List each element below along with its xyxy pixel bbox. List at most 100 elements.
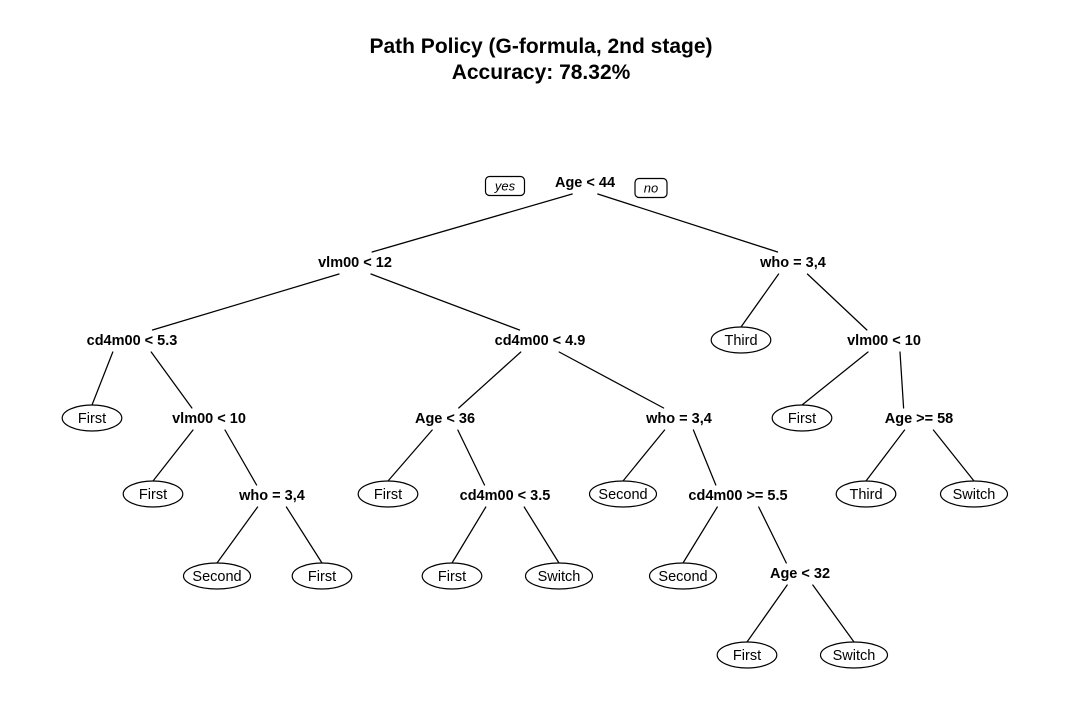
leaf-label: Second — [192, 569, 241, 585]
leaf-ellipse — [291, 562, 353, 590]
tree-edge-yes — [740, 273, 780, 328]
branch-marker-no: no — [634, 177, 668, 199]
tree-leaf-node[interactable]: Third — [835, 480, 897, 508]
tree-split-node[interactable]: vlm00 < 10 — [172, 411, 246, 427]
yes-no-markers: yes no — [484, 175, 668, 199]
tree-edge-no — [812, 584, 855, 643]
leaf-ellipse — [939, 480, 1009, 508]
tree-leaf-node[interactable]: First — [716, 641, 778, 669]
tree-edge-yes — [682, 506, 718, 564]
tree-split-node[interactable]: cd4m00 < 5.3 — [87, 333, 178, 349]
split-label: cd4m00 < 4.9 — [495, 333, 586, 349]
tree-leaf-node[interactable]: First — [61, 404, 123, 432]
leaf-ellipse — [122, 480, 184, 508]
title-line-1: Path Policy (G-formula, 2nd stage) — [369, 35, 713, 58]
tree-edge-no — [150, 351, 193, 409]
branch-marker-box — [634, 177, 668, 199]
tree-edges — [91, 193, 975, 643]
tree-leaf-node[interactable]: First — [122, 480, 184, 508]
tree-edge-yes — [371, 193, 573, 253]
leaf-ellipse — [182, 562, 252, 590]
leaf-label: Third — [849, 487, 882, 503]
leaf-label: First — [733, 648, 761, 664]
leaf-label: Third — [724, 333, 757, 349]
tree-edge-yes — [622, 429, 666, 482]
tree-edge-yes — [746, 584, 788, 643]
tree-edge-yes — [387, 429, 433, 482]
tree-leaf-node[interactable]: Third — [710, 326, 772, 354]
split-label: cd4m00 < 5.3 — [87, 333, 178, 349]
split-label: cd4m00 < 3.5 — [460, 488, 551, 504]
tree-edge-no — [806, 273, 868, 331]
split-label: Age >= 58 — [885, 411, 954, 427]
leaf-label: First — [308, 569, 336, 585]
split-label: vlm00 < 12 — [318, 255, 392, 271]
leaf-ellipse — [835, 480, 897, 508]
tree-split-node[interactable]: cd4m00 < 4.9 — [495, 333, 586, 349]
tree-split-node[interactable]: Age < 32 — [770, 566, 830, 582]
tree-split-node[interactable]: vlm00 < 12 — [318, 255, 392, 271]
tree-edge-no — [692, 429, 717, 486]
branch-marker-label: no — [644, 180, 658, 195]
split-label: Age < 32 — [770, 566, 830, 582]
leaf-ellipse — [588, 480, 658, 508]
tree-leaf-node[interactable]: First — [771, 404, 833, 432]
tree-edge-no — [285, 506, 323, 564]
tree-split-node[interactable]: cd4m00 >= 5.5 — [688, 488, 787, 504]
split-label: vlm00 < 10 — [172, 411, 246, 427]
leaf-ellipse — [771, 404, 833, 432]
leaf-label: First — [438, 569, 466, 585]
figure-title: Path Policy (G-formula, 2nd stage) Accur… — [0, 34, 1082, 86]
tree-leaf-node[interactable]: First — [357, 480, 419, 508]
tree-split-node[interactable]: who = 3,4 — [238, 488, 305, 504]
leaf-label: First — [139, 487, 167, 503]
leaf-label: Switch — [538, 569, 581, 585]
tree-split-node[interactable]: vlm00 < 10 — [847, 333, 921, 349]
tree-edge-no — [457, 429, 486, 486]
tree-edge-no — [224, 429, 258, 486]
split-label: cd4m00 >= 5.5 — [688, 488, 787, 504]
tree-split-node[interactable]: who = 3,4 — [645, 411, 712, 427]
leaf-ellipse — [357, 480, 419, 508]
leaf-label: First — [78, 411, 106, 427]
tree-edge-yes — [458, 351, 522, 409]
split-label: Age < 36 — [415, 411, 475, 427]
leaf-ellipse — [819, 641, 889, 669]
tree-leaf-node[interactable]: Second — [182, 562, 252, 590]
leaf-label: Second — [598, 487, 647, 503]
leaf-ellipse — [710, 326, 772, 354]
tree-leaf-node[interactable]: Switch — [524, 562, 594, 590]
tree-leaf-node[interactable]: Switch — [819, 641, 889, 669]
tree-leaf-node[interactable]: Second — [648, 562, 718, 590]
tree-edge-yes — [801, 351, 869, 406]
tree-edge-yes — [865, 429, 906, 482]
tree-split-node[interactable]: who = 3,4 — [759, 255, 826, 271]
tree-edge-no — [758, 506, 787, 564]
tree-leaf-node[interactable]: Second — [588, 480, 658, 508]
tree-edge-yes — [152, 429, 194, 482]
tree-leaf-node[interactable]: Switch — [939, 480, 1009, 508]
tree-leaf-node[interactable]: First — [421, 562, 483, 590]
leaf-label: Second — [658, 569, 707, 585]
leaf-label: First — [788, 411, 816, 427]
tree-edge-no — [558, 351, 665, 409]
tree-split-node[interactable]: Age < 44 — [555, 175, 615, 191]
leaf-label: First — [374, 487, 402, 503]
branch-marker-box — [484, 175, 526, 197]
tree-edge-yes — [451, 506, 487, 564]
tree-split-node[interactable]: cd4m00 < 3.5 — [460, 488, 551, 504]
title-line-2: Accuracy: 78.32% — [451, 61, 631, 84]
leaf-label: Switch — [953, 487, 996, 503]
tree-edge-no — [932, 429, 975, 482]
tree-edge-yes — [216, 506, 259, 564]
split-label: Age < 44 — [555, 175, 615, 191]
leaf-ellipse — [716, 641, 778, 669]
tree-nodes: Age < 44 vlm00 < 12 who = 3,4 cd4m00 < 5.3 c… — [61, 175, 1009, 669]
tree-leaf-node[interactable]: First — [291, 562, 353, 590]
leaf-label: Switch — [833, 648, 876, 664]
tree-split-node[interactable]: Age >= 58 — [885, 411, 954, 427]
split-label: who = 3,4 — [238, 488, 305, 504]
branch-marker-label: yes — [494, 178, 516, 193]
tree-split-node[interactable]: Age < 36 — [415, 411, 475, 427]
